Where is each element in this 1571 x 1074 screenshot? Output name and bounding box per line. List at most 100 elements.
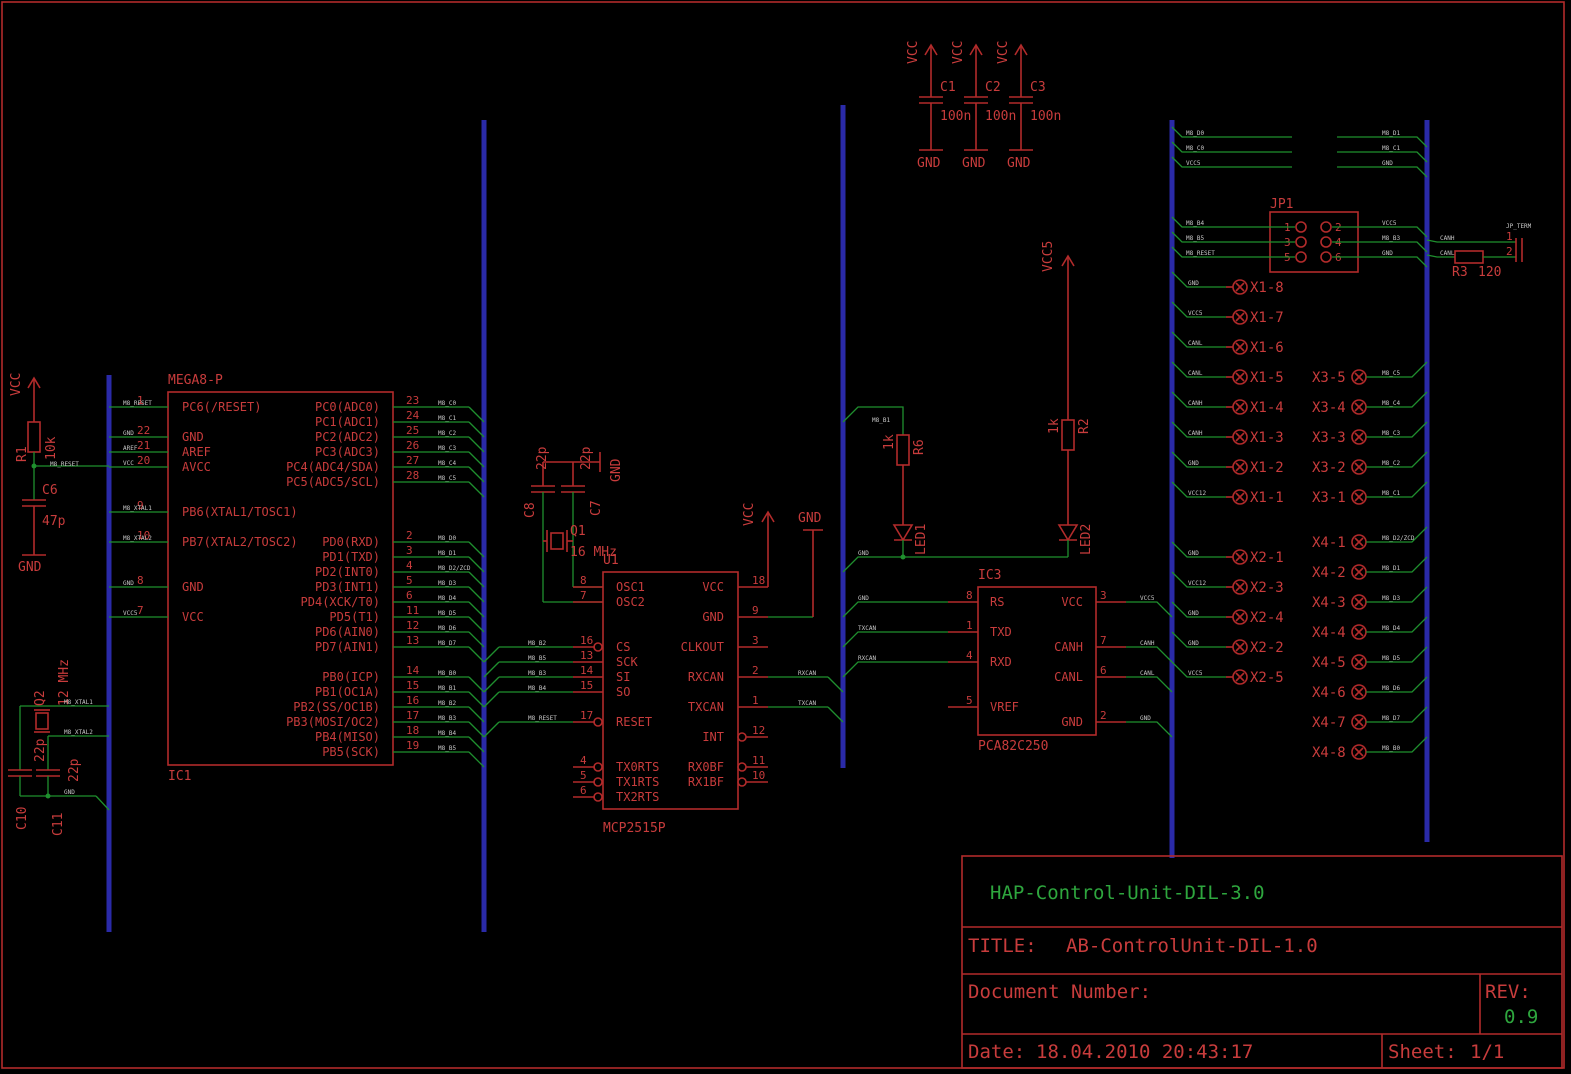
conn-pad-x2-x3-2	[1354, 462, 1364, 472]
vcc-label: VCC	[9, 373, 24, 396]
top-net-left-0: M8_D0	[1186, 130, 1204, 137]
c8-value: 22p	[535, 446, 550, 470]
ic3-pin-num-5: 5	[966, 694, 973, 707]
u1-pin-num-1: 1	[752, 694, 759, 707]
conn-label-x3-1: X3-1	[1312, 490, 1346, 506]
jp1-right-net-2: GND	[1382, 250, 1393, 257]
u1-pin-num-4: 4	[580, 754, 587, 767]
ic1-pin-label-11: PD5(T1)	[329, 610, 380, 624]
conn-pad-x2-x1-7	[1235, 312, 1245, 322]
conn-net-x3-4: M8_C4	[1382, 400, 1400, 407]
conn-net-x1-2: GND	[1188, 460, 1199, 467]
conn-wire-x1-5	[1171, 361, 1226, 378]
conn-pad-x2-x1-2	[1235, 462, 1245, 472]
conn-label-x4-2: X4-2	[1312, 565, 1346, 581]
conn-pad-x2-x1-4	[1235, 402, 1245, 412]
ic1-pin-num-24: 24	[406, 409, 420, 422]
conn-label-x2-3: X2-3	[1250, 580, 1284, 596]
conn-net-x4-7: M8_D7	[1382, 715, 1400, 722]
ic3-pin-label-6: CANL	[1054, 670, 1083, 684]
ic3-wire-6	[1126, 676, 1173, 693]
u1-pin-inv-4	[593, 762, 603, 772]
c8-name: C8	[523, 502, 538, 518]
ic3-pin-label-1: TXD	[990, 625, 1012, 639]
u1-pin-num-15: 15	[580, 679, 593, 692]
conn-wire-x2-5	[1171, 661, 1226, 678]
u1-net-14: M8_B3	[528, 670, 546, 677]
ic1-pin-label-25: PC2(ADC2)	[315, 430, 380, 444]
conn-pad-x2-x3-3	[1354, 432, 1364, 442]
c3-vcc-arrow	[1014, 43, 1028, 56]
conn-pad-x2-x3-4	[1354, 402, 1364, 412]
u1-pin-label-7: OSC2	[616, 595, 645, 609]
top-net-right-wire-1	[1337, 151, 1428, 163]
conn-pad-x2-x3-5	[1354, 372, 1364, 382]
rev-label: REV:	[1485, 981, 1531, 1003]
ic3-net-7: CANH	[1140, 640, 1155, 647]
c1-gnd-label: GND	[917, 156, 941, 171]
termination: R3 120 CANH CANL JP_TERM 1 2	[1426, 223, 1532, 280]
conn-net-x2-4: GND	[1188, 610, 1199, 617]
led1-name: LED1	[914, 524, 929, 555]
ic1-pin-num-20: 20	[137, 454, 150, 467]
r2-value: 1k	[1047, 418, 1062, 434]
conn-pad-x2-x4-5	[1354, 657, 1364, 667]
jp1-right-net-0: VCC5	[1382, 220, 1397, 227]
u1-net-13: M8_B5	[528, 655, 546, 662]
c6-value: 47p	[42, 514, 66, 529]
c7-name: C7	[589, 500, 604, 516]
ic1-net-26: M8_C3	[438, 445, 456, 452]
conn-label-x4-1: X4-1	[1312, 535, 1346, 551]
jp1-left-net-1: M8_B5	[1186, 235, 1204, 242]
ic1-pin-label-9: PB6(XTAL1/TOSC1)	[182, 505, 298, 519]
u1-pin-num-18: 18	[752, 574, 765, 587]
date-label: Date:	[968, 1041, 1025, 1063]
conn-net-x1-8: GND	[1188, 280, 1199, 287]
u1-wire-bend-2	[827, 676, 844, 693]
conn-label-x3-3: X3-3	[1312, 430, 1346, 446]
ic1-net-20: VCC	[123, 460, 134, 467]
net-label-gnd-q2: GND	[64, 789, 75, 796]
u1-net-17: M8_RESET	[528, 715, 557, 722]
q2-name: Q2	[33, 690, 48, 706]
conn-pad-x2-x2-3	[1235, 582, 1245, 592]
c6-name: C6	[42, 483, 58, 498]
ic1-net-25: M8_C2	[438, 430, 456, 437]
u1-pin-label-11: RX0BF	[688, 760, 724, 774]
conn-pad-x2-x4-4	[1354, 627, 1364, 637]
conn-pad-x2-x2-5	[1235, 672, 1245, 682]
ic1-name: IC1	[168, 769, 191, 784]
led-gnd-label: GND	[858, 550, 869, 557]
conn-label-x4-3: X4-3	[1312, 595, 1346, 611]
conn-label-x4-8: X4-8	[1312, 745, 1346, 761]
conn-pad-x2-x4-1	[1354, 537, 1364, 547]
conn-pad-x2-x2-4	[1235, 612, 1245, 622]
conn-wire-x1-6	[1171, 331, 1226, 348]
ic3-pin-num-8: 8	[966, 589, 973, 602]
jp1-right-wire-2	[1332, 256, 1428, 268]
jp-term-net-2: CANL	[1440, 250, 1455, 257]
top-net-right-0: M8_D1	[1382, 130, 1400, 137]
conn-wire-x3-3	[1366, 421, 1428, 438]
sheet-value: 1/1	[1470, 1041, 1504, 1063]
led-circuit: M8_B1 1k R6 LED1 VCC5 1k R2 LED2 GND	[842, 241, 1094, 573]
led1-net-label: M8_B1	[872, 417, 890, 424]
ic1-wire-bend-12	[468, 631, 485, 648]
jp1-pad-3	[1295, 236, 1307, 248]
ic3-pin-label-4: RXD	[990, 655, 1012, 669]
ic3-net-8: GND	[858, 595, 869, 602]
c2-vcc-arrow	[969, 43, 983, 56]
ic1-wire-bend-5	[468, 586, 485, 603]
ic1-net-17: M8_B3	[438, 715, 456, 722]
conn-net-x2-1: GND	[1188, 550, 1199, 557]
ic1-net-28: M8_C5	[438, 475, 456, 482]
ic1-pin-label-13: PD7(AIN1)	[315, 640, 380, 654]
conn-label-x2-5: X2-5	[1250, 670, 1284, 686]
u1-pin-inv-11	[737, 762, 747, 772]
conn-pad-x2-x1-6	[1235, 342, 1245, 352]
conn-label-x2-2: X2-2	[1250, 640, 1284, 656]
jp-term-name: JP_TERM	[1506, 223, 1532, 230]
jp1-pad-1	[1295, 221, 1307, 233]
